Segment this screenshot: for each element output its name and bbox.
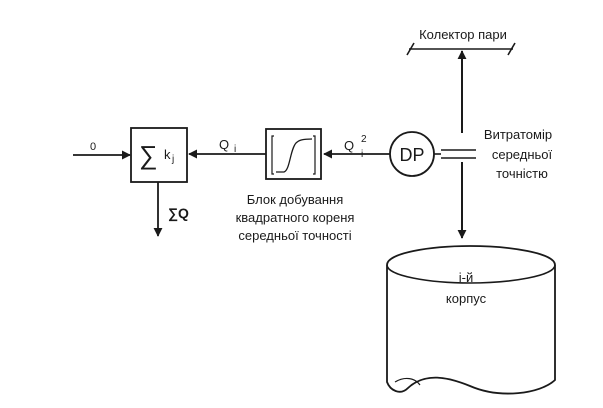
sqrt-curve-icon — [276, 138, 313, 173]
summator-block: ∑ k j — [130, 127, 188, 183]
steam-collector: Колектор пари — [406, 27, 516, 56]
svg-text:j: j — [171, 154, 174, 165]
svg-text:середньої точності: середньої точності — [238, 228, 351, 243]
q-squared-label: Q 2 i — [344, 134, 367, 160]
orifice-plate — [441, 149, 476, 159]
q-i-label: Q i — [219, 137, 236, 155]
svg-text:2: 2 — [361, 134, 367, 145]
sigma-icon: ∑ — [139, 140, 158, 170]
svg-text:і-й: і-й — [459, 270, 473, 285]
svg-text:Q: Q — [344, 138, 354, 153]
svg-text:точністю: точністю — [496, 166, 548, 181]
svg-text:i: i — [234, 144, 236, 155]
svg-text:Блок добування: Блок добування — [247, 192, 344, 207]
svg-text:Q: Q — [219, 137, 229, 152]
sqrt-block-label: Блок добування квадратного кореня середн… — [236, 192, 355, 243]
svg-text:корпус: корпус — [446, 291, 487, 306]
svg-text:середньої: середньої — [492, 147, 553, 162]
vessel — [386, 245, 556, 395]
zero-input-label: 0 — [90, 141, 96, 153]
svg-text:k: k — [164, 147, 171, 162]
sqrt-block — [265, 128, 322, 180]
flowmeter-label: Витратомір середньої точністю — [484, 127, 553, 181]
svg-text:квадратного кореня: квадратного кореня — [236, 210, 355, 225]
vessel-label: і-й корпус — [446, 270, 487, 306]
dp-transmitter: DP — [389, 131, 435, 177]
sum-output-label: ∑Q — [168, 205, 189, 222]
collector-label: Колектор пари — [419, 27, 507, 42]
svg-text:Витратомір: Витратомір — [484, 127, 552, 142]
svg-text:i: i — [361, 149, 363, 160]
dp-label: DP — [399, 145, 424, 165]
